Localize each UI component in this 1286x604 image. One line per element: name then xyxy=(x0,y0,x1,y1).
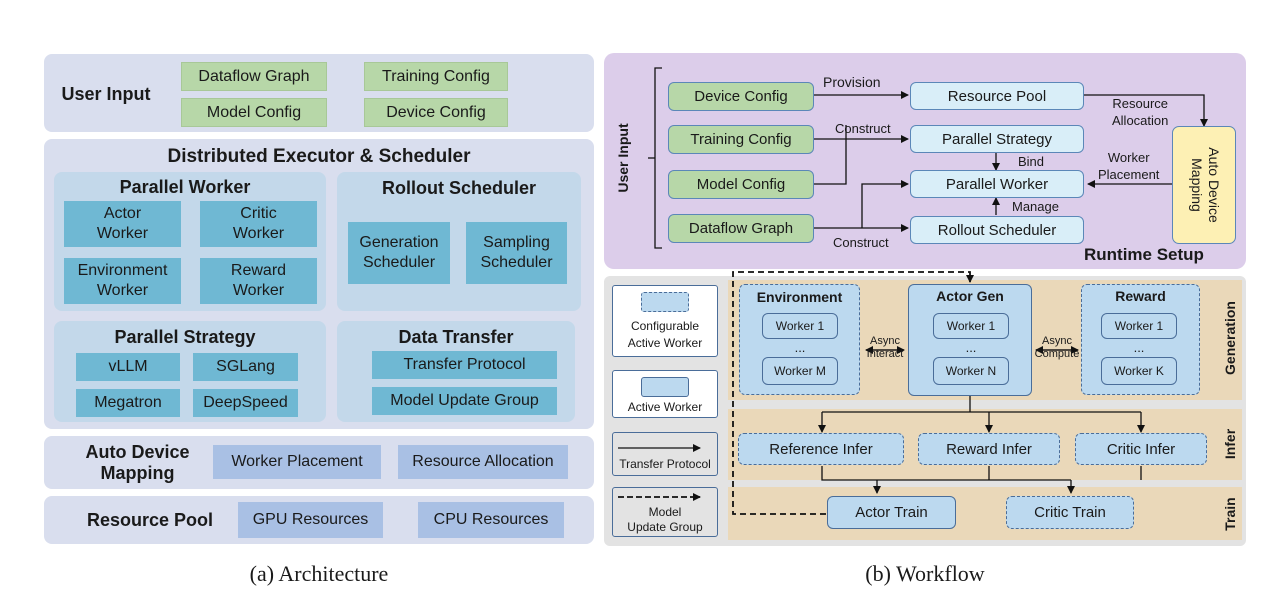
model-config-box: Model Config xyxy=(181,98,327,127)
actor-gen-title: Actor Gen xyxy=(936,288,1004,304)
dataflow-graph-box: Dataflow Graph xyxy=(181,62,327,91)
rt-training-config: Training Config xyxy=(668,125,814,154)
rollout-scheduler-title: Rollout Scheduler xyxy=(381,177,536,198)
label-construct-top: Construct xyxy=(835,121,891,136)
rt-auto-device-mapping: Auto Device Mapping xyxy=(1172,126,1236,244)
megatron-box: Megatron xyxy=(76,389,180,417)
rt-parallel-worker: Parallel Worker xyxy=(910,170,1084,198)
label-async-interact: Async Interact xyxy=(866,335,904,360)
label-bind: Bind xyxy=(1018,154,1045,169)
generation-scheduler-box: Generation Scheduler xyxy=(348,222,450,284)
env-worker-1: Worker 1 xyxy=(762,313,838,339)
deepspeed-box: DeepSpeed xyxy=(193,389,298,417)
training-config-box: Training Config xyxy=(364,62,508,91)
generation-label-text: Generation xyxy=(1222,301,1238,375)
sampling-scheduler-box: Sampling Scheduler xyxy=(466,222,567,284)
worker-placement-box: Worker Placement xyxy=(213,445,381,479)
edge-model-update-loop xyxy=(732,271,974,515)
actor-worker-n: Worker N xyxy=(933,357,1009,385)
device-config-box: Device Config xyxy=(364,98,508,127)
environment-group xyxy=(739,284,860,395)
environment-title: Environment xyxy=(756,289,843,305)
reward-worker-1: Worker 1 xyxy=(1101,313,1177,339)
edge-resource-allocation xyxy=(1084,94,1208,127)
infer-label: Infer xyxy=(1218,424,1242,464)
infer-label-text: Infer xyxy=(1222,428,1238,460)
user-input-vertical-text: User Input xyxy=(615,123,631,193)
parallel-strategy-title: Parallel Strategy xyxy=(114,326,256,347)
env-worker-ellipsis: ... xyxy=(794,340,806,355)
reward-title: Reward xyxy=(1115,288,1166,304)
workflow-caption: (b) Workflow xyxy=(865,561,985,586)
transfer-protocol-box: Transfer Protocol xyxy=(372,351,557,379)
label-construct-bottom: Construct xyxy=(833,235,889,250)
legend-transfer xyxy=(612,432,718,476)
rt-parallel-strategy: Parallel Strategy xyxy=(910,125,1084,153)
model-update-group-box: Model Update Group xyxy=(372,387,557,415)
cpu-resources-box: CPU Resources xyxy=(418,502,564,538)
legend-configurable-text: Configurable Active Worker xyxy=(627,319,703,350)
generation-label: Generation xyxy=(1218,298,1242,378)
gpu-resources-box: GPU Resources xyxy=(238,502,383,538)
actor-gen-group xyxy=(908,284,1032,396)
train-label: Train xyxy=(1218,494,1242,534)
train-label-text: Train xyxy=(1222,497,1238,531)
runtime-setup-title: Runtime Setup xyxy=(1084,245,1204,264)
data-transfer-title: Data Transfer xyxy=(398,326,514,347)
critic-worker-box: Critic Worker xyxy=(200,201,317,247)
rt-device-config: Device Config xyxy=(668,82,814,111)
resource-allocation-box: Resource Allocation xyxy=(398,445,568,479)
legend-active-swatch xyxy=(641,377,689,397)
label-resource-allocation: Resource Allocation xyxy=(1112,96,1169,128)
actor-train-box: Actor Train xyxy=(827,496,956,529)
rt-rollout-scheduler: Rollout Scheduler xyxy=(910,216,1084,244)
reward-infer-box: Reward Infer xyxy=(918,433,1060,465)
env-worker-m: Worker M xyxy=(762,357,838,385)
user-input-vertical-label: User Input xyxy=(610,110,636,206)
actor-worker-ellipsis: ... xyxy=(965,340,977,355)
resource-pool-title: Resource Pool xyxy=(86,509,214,530)
sglang-box: SGLang xyxy=(193,353,298,381)
parallel-worker-title: Parallel Worker xyxy=(119,176,251,197)
rt-auto-device-mapping-label: Auto Device Mapping xyxy=(1189,147,1222,223)
label-async-compute: Async Compute xyxy=(1034,335,1080,360)
vllm-box: vLLM xyxy=(76,353,180,381)
environment-worker-box: Environment Worker xyxy=(64,258,181,304)
label-manage: Manage xyxy=(1012,199,1059,214)
actor-worker-box: Actor Worker xyxy=(64,201,181,247)
reward-worker-k: Worker K xyxy=(1101,357,1177,385)
executor-title: Distributed Executor & Scheduler xyxy=(167,146,471,167)
legend-configurable xyxy=(612,285,718,357)
rt-dataflow-graph: Dataflow Graph xyxy=(668,214,814,243)
reference-infer-box: Reference Infer xyxy=(738,433,904,465)
architecture-caption: (a) Architecture xyxy=(249,561,389,586)
legend-model-update xyxy=(612,487,718,537)
legend-transfer-text: Transfer Protocol xyxy=(619,457,711,471)
actor-worker-1: Worker 1 xyxy=(933,313,1009,339)
user-input-title: User Input xyxy=(61,83,151,104)
critic-train-box: Critic Train xyxy=(1006,496,1134,529)
auto-device-mapping-title: Auto Device Mapping xyxy=(85,442,190,483)
label-worker-placement: Worker Placement xyxy=(1098,150,1160,182)
critic-infer-box: Critic Infer xyxy=(1075,433,1207,465)
label-provision: Provision xyxy=(823,74,881,90)
reward-worker-box: Reward Worker xyxy=(200,258,317,304)
legend-active-text: Active Worker xyxy=(627,400,703,414)
rt-model-config: Model Config xyxy=(668,170,814,199)
rt-resource-pool: Resource Pool xyxy=(910,82,1084,110)
legend-configurable-swatch xyxy=(641,292,689,312)
reward-worker-ellipsis: ... xyxy=(1133,340,1145,355)
user-input-bracket xyxy=(654,67,662,249)
legend-model-update-text: Model Update Group xyxy=(627,505,703,534)
